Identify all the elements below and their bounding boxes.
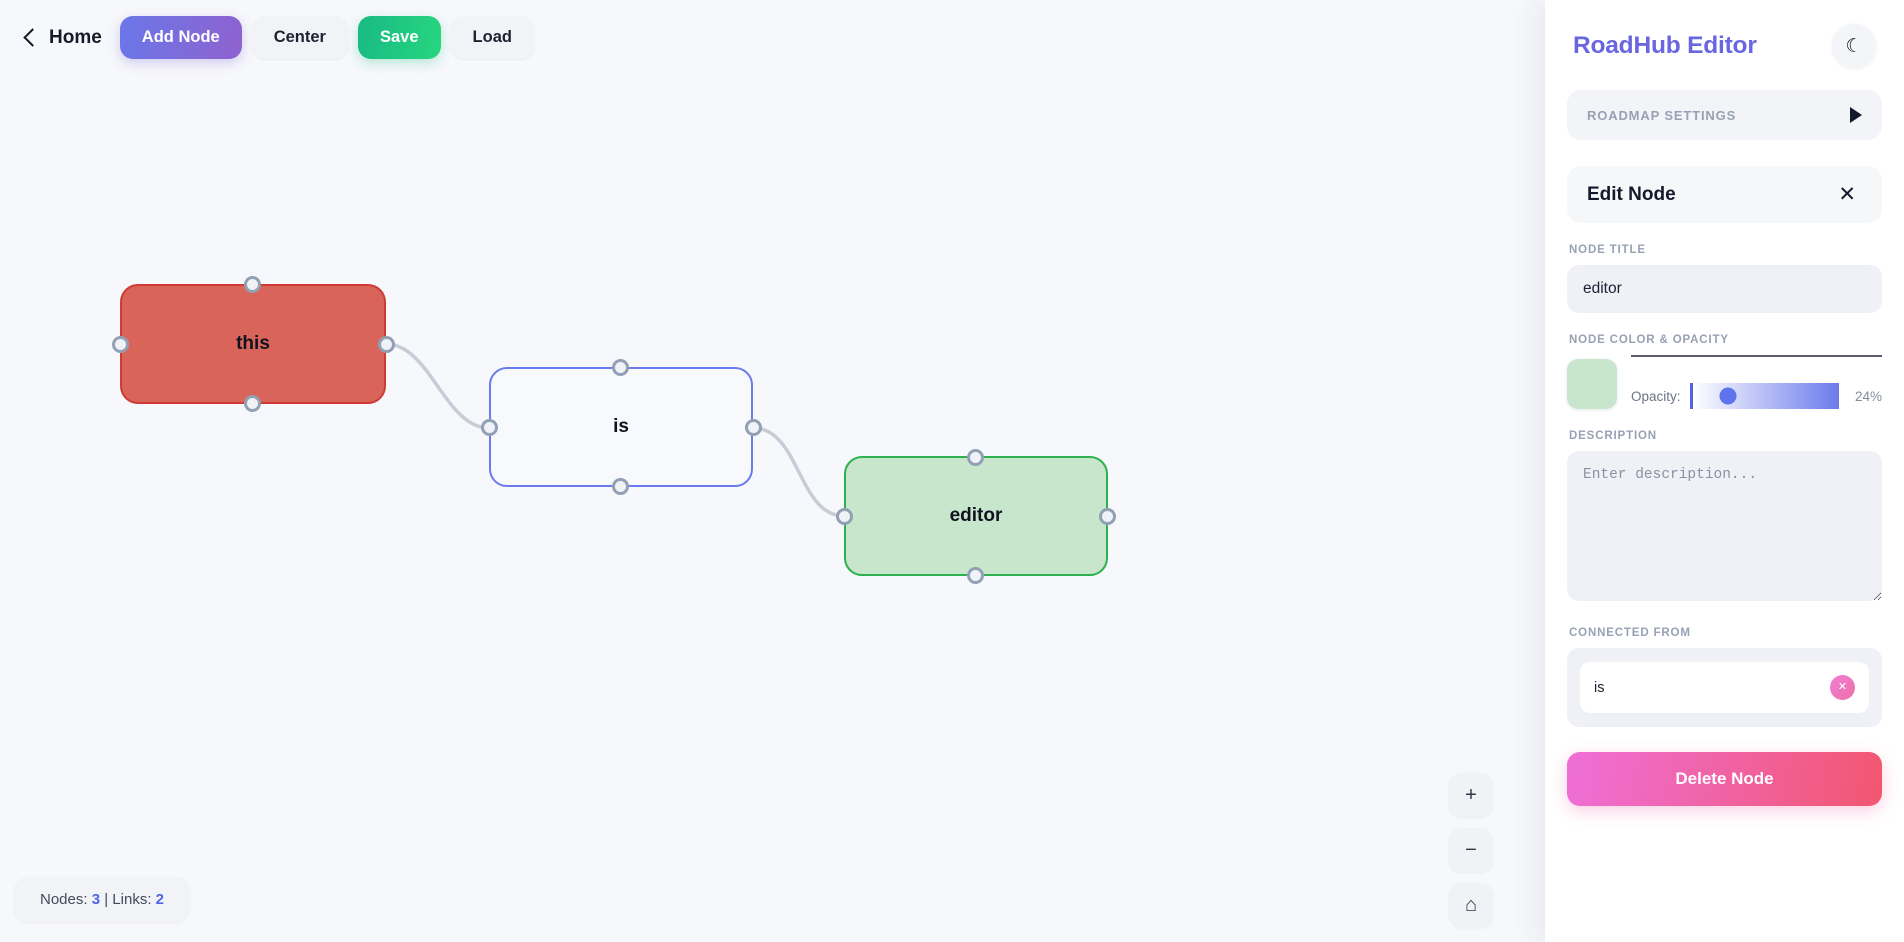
sidebar-header: RoadHub Editor ☾	[1567, 0, 1882, 68]
node-title-input[interactable]	[1567, 265, 1882, 313]
close-icon[interactable]: ✕	[1832, 182, 1862, 207]
roadmap-settings-section[interactable]: ROADMAP SETTINGS	[1567, 90, 1882, 140]
node-color-swatch[interactable]	[1567, 359, 1617, 409]
status-separator: |	[104, 891, 109, 908]
save-button[interactable]: Save	[357, 16, 441, 59]
node-handle-left[interactable]	[836, 508, 853, 525]
nodes-count-label: Nodes:	[40, 891, 88, 908]
connection-item[interactable]: is ✕	[1580, 662, 1869, 713]
delete-node-button[interactable]: Delete Node	[1567, 752, 1882, 806]
canvas-toolbar: Home Add Node Center Save Load	[18, 16, 534, 59]
zoom-controls: + − ⌂	[1449, 773, 1493, 927]
opacity-value: 24%	[1854, 388, 1882, 404]
edit-node-panel-header: Edit Node ✕	[1567, 166, 1882, 223]
triangle-right-icon	[1850, 107, 1862, 123]
zoom-in-button[interactable]: +	[1449, 773, 1493, 817]
home-back-link[interactable]: Home	[18, 23, 110, 53]
roadmap-settings-label: ROADMAP SETTINGS	[1587, 107, 1737, 123]
nodes-count-value: 3	[91, 891, 101, 908]
node-handle-right[interactable]	[745, 419, 762, 436]
zoom-out-button[interactable]: −	[1449, 828, 1493, 872]
graph-node-editor[interactable]: editor	[844, 456, 1108, 576]
node-color-label: NODE COLOR & OPACITY	[1569, 334, 1729, 346]
node-title-label: NODE TITLE	[1569, 244, 1646, 256]
home-label: Home	[49, 26, 102, 48]
node-handle-left[interactable]	[481, 419, 498, 436]
links-count-value: 2	[155, 891, 164, 908]
connected-from-label: CONNECTED FROM	[1569, 627, 1691, 639]
editor-sidebar: RoadHub Editor ☾ ROADMAP SETTINGS Edit N…	[1545, 0, 1904, 942]
moon-icon[interactable]: ☾	[1832, 24, 1876, 68]
node-handle-bottom[interactable]	[967, 567, 984, 584]
edit-node-title: Edit Node	[1587, 183, 1676, 205]
connections-list: is ✕	[1567, 648, 1882, 727]
graph-node-label: is	[613, 416, 629, 437]
center-button[interactable]: Center	[251, 16, 348, 59]
graph-canvas[interactable]: Home Add Node Center Save Load this is	[0, 0, 1545, 942]
node-handle-right[interactable]	[1099, 508, 1116, 525]
graph-edges-layer	[385, 342, 845, 518]
chevron-left-icon	[23, 28, 42, 47]
opacity-slider[interactable]	[1689, 383, 1839, 409]
node-handle-right[interactable]	[378, 336, 395, 353]
add-node-button[interactable]: Add Node	[119, 16, 242, 59]
color-opacity-row: Opacity: 24%	[1567, 355, 1882, 409]
opacity-control: Opacity: 24%	[1631, 383, 1882, 409]
node-handle-top[interactable]	[612, 359, 629, 376]
graph-node-label: editor	[949, 505, 1003, 526]
app-title: RoadHub Editor	[1573, 32, 1757, 59]
description-textarea[interactable]	[1567, 451, 1882, 601]
node-handle-bottom[interactable]	[612, 478, 629, 495]
color-picker-bar[interactable]	[1631, 355, 1882, 357]
status-bar: Nodes: 3 | Links: 2	[14, 877, 190, 922]
connection-name: is	[1594, 679, 1605, 696]
node-handle-top[interactable]	[967, 449, 984, 466]
graph-node-this[interactable]: this	[120, 284, 386, 404]
links-count-label: Links:	[112, 891, 152, 908]
node-handle-left[interactable]	[112, 336, 129, 353]
graph-node-is[interactable]: is	[489, 367, 753, 487]
color-controls: Opacity: 24%	[1631, 355, 1882, 409]
edge-is-to-editor	[752, 426, 845, 518]
load-button[interactable]: Load	[450, 16, 534, 59]
reset-view-button[interactable]: ⌂	[1449, 883, 1493, 927]
graph-node-label: this	[236, 333, 270, 354]
opacity-label: Opacity:	[1631, 388, 1681, 404]
edge-this-to-is	[385, 342, 490, 430]
description-label: DESCRIPTION	[1569, 430, 1657, 442]
node-handle-bottom[interactable]	[244, 395, 261, 412]
remove-connection-icon[interactable]: ✕	[1830, 675, 1855, 700]
opacity-slider-thumb[interactable]	[1719, 387, 1737, 405]
node-handle-top[interactable]	[244, 276, 261, 293]
